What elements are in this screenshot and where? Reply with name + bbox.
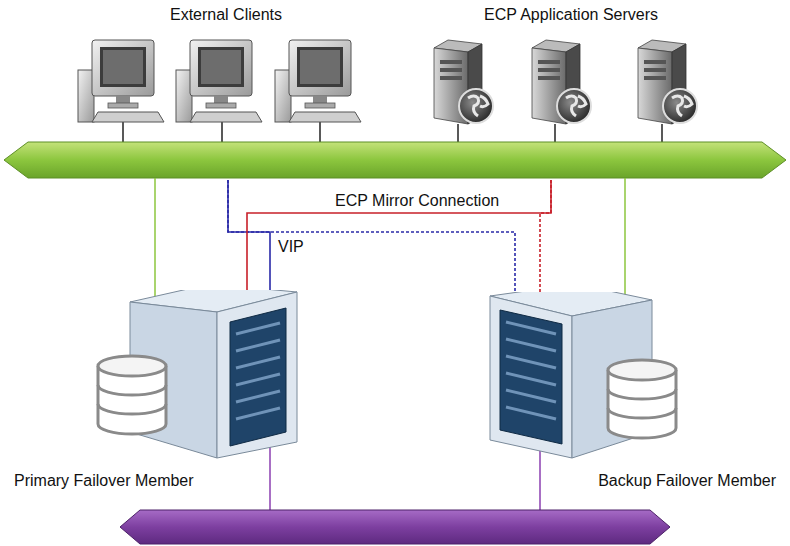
server-label: Backup Failover Member (598, 472, 776, 490)
standby-link (540, 180, 551, 292)
server-illustration (8, 290, 308, 504)
active-link (228, 180, 270, 290)
standby-link (228, 180, 515, 292)
server-label: Primary Failover Member (14, 472, 194, 490)
device-group: External Clients (70, 4, 382, 180)
active-link (247, 180, 551, 290)
group-heading: External Clients (70, 6, 382, 24)
device-group: ECP Application Servers (415, 4, 727, 180)
link-label: VIP (276, 238, 306, 256)
failover-server: Backup Failover Member (478, 292, 784, 504)
group-heading: ECP Application Servers (415, 6, 727, 24)
link-label: ECP Mirror Connection (333, 192, 501, 210)
failover-server: Primary Failover Member (8, 290, 308, 504)
